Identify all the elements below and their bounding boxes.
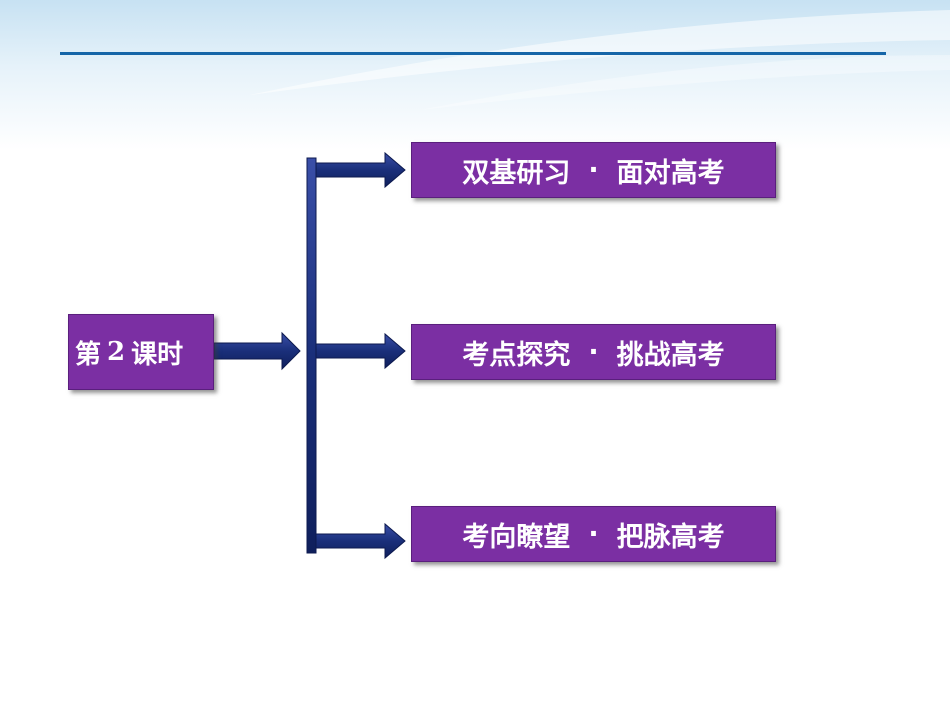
lesson-suffix: 课时 [131,339,184,370]
branch-2-separator: · [588,336,599,368]
branch-box-basics[interactable]: 双基研习 · 面对高考 [411,142,776,198]
branch-2-right-text: 挑战高考 [616,339,725,371]
branch-1-left-text: 双基研习 [462,157,571,189]
branch-3-separator: · [588,518,599,550]
branch-1-separator: · [588,154,599,186]
branch-box-exploration[interactable]: 考点探究 · 挑战高考 [411,324,776,380]
vertical-connector-bar [306,157,317,554]
branch-arrow-1 [315,151,406,189]
branch-3-left-text: 考向瞭望 [462,521,571,553]
main-arrow [213,331,301,371]
lesson-title-box[interactable]: 第 2 课时 [68,314,214,390]
branch-arrow-3 [315,522,406,560]
lesson-prefix: 第 [75,339,102,370]
branch-2-left-text: 考点探究 [462,339,571,371]
branch-1-right-text: 面对高考 [616,157,725,189]
header-divider-line [60,52,886,55]
branch-3-right-text: 把脉高考 [616,521,725,553]
lesson-number: 2 [107,337,126,367]
branch-box-outlook[interactable]: 考向瞭望 · 把脉高考 [411,506,776,562]
branch-arrow-2 [315,332,406,370]
